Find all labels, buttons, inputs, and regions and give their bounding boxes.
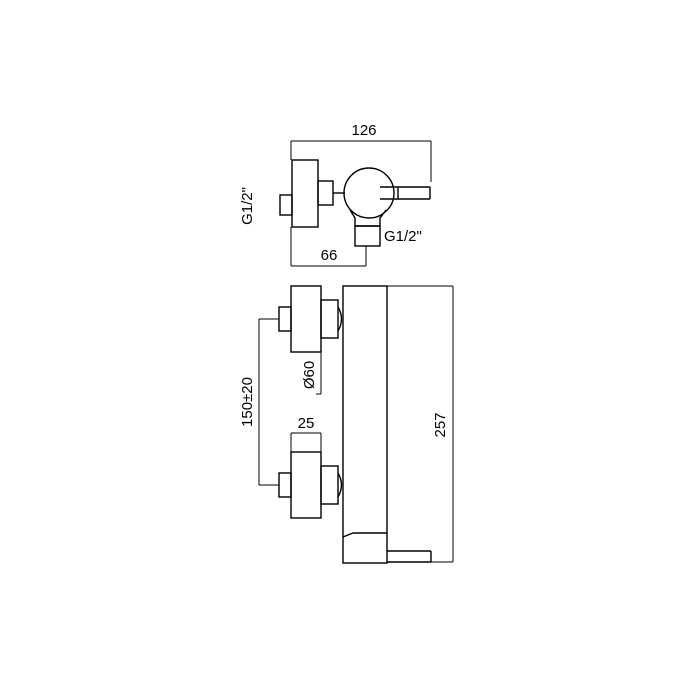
dimension-diameter: Ø60: [301, 352, 322, 395]
dimension-257: 257: [387, 285, 454, 563]
dimension-150-label: 150±20: [239, 377, 256, 427]
top-lever: [380, 186, 431, 200]
top-view: 126 G1/2" G1/2": [239, 122, 432, 267]
top-left-eccentric: [279, 159, 345, 228]
front-lower-eccentric: [259, 451, 343, 519]
dimension-257-label: 257: [432, 412, 449, 437]
top-bottom-outlet: [349, 209, 387, 247]
dimension-150: 150±20: [239, 319, 260, 485]
dimension-25-label: 25: [298, 415, 315, 432]
dimension-diameter-label: Ø60: [301, 361, 318, 389]
dimension-66: 66: [290, 227, 367, 267]
dimension-66-label: 66: [321, 247, 338, 264]
dimension-126: 126: [290, 122, 432, 182]
top-body-circle: [343, 167, 395, 219]
thread-label-bottom: G1/2": [384, 228, 422, 245]
front-lever: [387, 550, 432, 563]
dimension-126-label: 126: [351, 122, 376, 139]
thread-label-left: G1/2": [239, 187, 256, 225]
front-upper-eccentric: [259, 285, 343, 353]
dimension-25: 25: [290, 415, 322, 452]
front-body: [342, 285, 388, 564]
front-view: 257 150±20 Ø60: [239, 285, 454, 564]
